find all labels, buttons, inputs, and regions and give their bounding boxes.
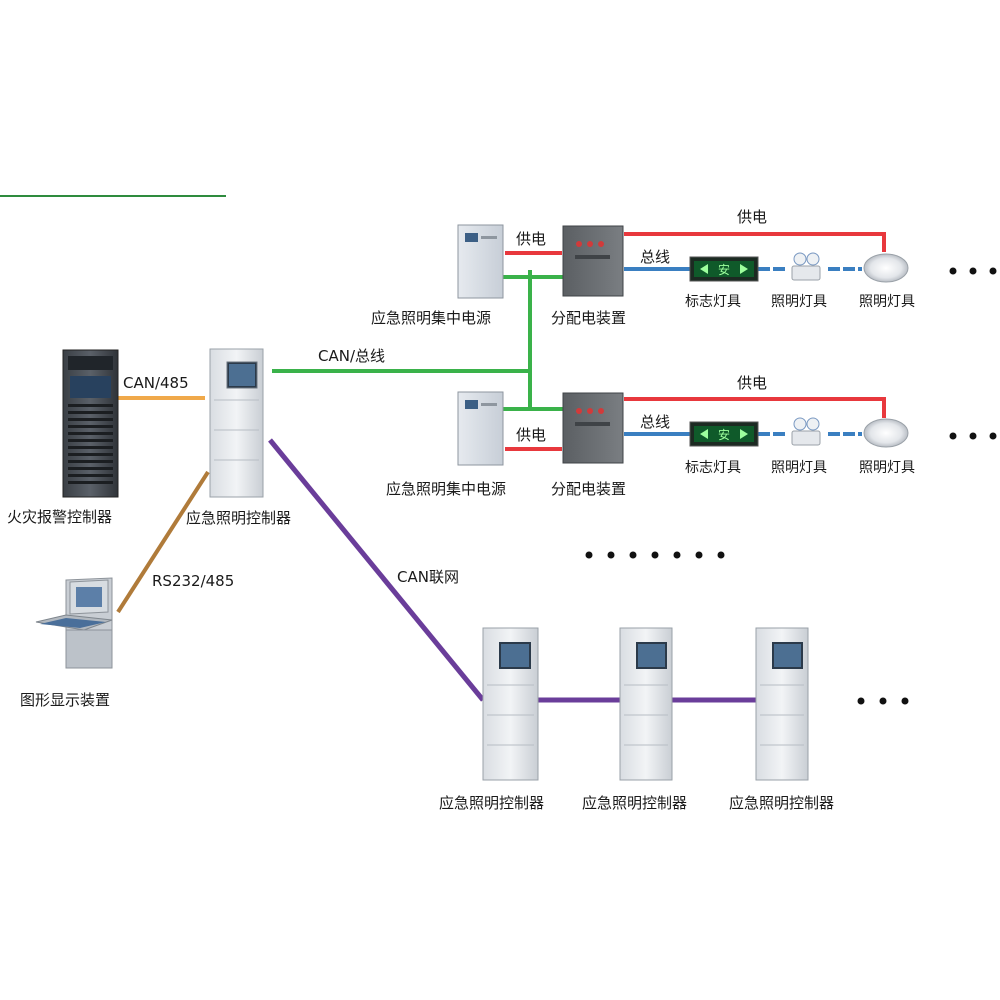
- branch1-distribution-label: 分配电装置: [551, 309, 626, 327]
- fire-alarm-controller-label: 火灾报警控制器: [7, 508, 112, 526]
- branch2-distribution-device: [562, 392, 624, 464]
- branch1-sign-label: 标志灯具: [685, 294, 741, 310]
- main-controller-label: 应急照明控制器: [186, 509, 291, 527]
- network-controller-2: [619, 627, 673, 781]
- svg-text:安: 安: [718, 262, 730, 277]
- branch1-lamp2-label: 照明灯具: [859, 294, 915, 310]
- branch2-supply-long: [624, 397, 886, 418]
- branch1-supply-long-label: 供电: [737, 208, 767, 226]
- branch2-distribution-label: 分配电装置: [551, 480, 626, 498]
- branch2-ceiling-lamp: [863, 418, 909, 448]
- branch2-supply-long-label: 供电: [737, 374, 767, 392]
- can-bus-label: CAN/总线: [318, 347, 385, 365]
- branch2-supply-short-label: 供电: [516, 426, 546, 444]
- branch1-supply-long: [624, 232, 886, 252]
- rs232-line: [116, 470, 210, 614]
- branch1-supply-short-label: 供电: [516, 230, 546, 248]
- branch2-lamp1-label: 照明灯具: [771, 460, 827, 476]
- branch1-central-power-supply: [457, 224, 504, 299]
- branch2-central-power-supply: [457, 391, 504, 466]
- branch2-lamp2-label: 照明灯具: [859, 460, 915, 476]
- network-controller-2-label: 应急照明控制器: [582, 794, 687, 812]
- network-continuation-dots: [857, 697, 909, 705]
- branches-continuation-dots: [585, 551, 725, 559]
- branch1-distribution-device: [562, 225, 624, 297]
- svg-text:安: 安: [718, 427, 730, 442]
- branch1-bus-label: 总线: [640, 248, 670, 266]
- branch1-continuation-dots: [949, 267, 997, 275]
- can-network-label: CAN联网: [397, 568, 459, 586]
- network-controller-3: [755, 627, 809, 781]
- branch2-continuation-dots: [949, 432, 997, 440]
- graphics-display-label: 图形显示装置: [20, 691, 110, 709]
- fire-alarm-controller: [62, 349, 119, 498]
- branch1-exit-sign: 安: [689, 256, 759, 282]
- branch2-bus-label: 总线: [640, 413, 670, 431]
- emergency-lighting-controller-main: [209, 348, 264, 498]
- branch1-power-supply-label: 应急照明集中电源: [371, 309, 491, 327]
- network-controller-3-label: 应急照明控制器: [729, 794, 834, 812]
- branch1-lamp1-label: 照明灯具: [771, 294, 827, 310]
- can485-label: CAN/485: [123, 374, 189, 392]
- rs232-label: RS232/485: [152, 572, 234, 590]
- branch2-exit-sign: 安: [689, 421, 759, 447]
- network-controller-1: [482, 627, 539, 781]
- can-network-line: [268, 438, 485, 702]
- branch1-twin-head-lamp: [791, 252, 821, 281]
- graphics-display-terminal: [35, 577, 113, 669]
- branch2-twin-head-lamp: [791, 417, 821, 446]
- branch2-power-supply-label: 应急照明集中电源: [386, 480, 506, 498]
- branch1-ceiling-lamp: [863, 253, 909, 283]
- branch2-sign-label: 标志灯具: [685, 460, 741, 476]
- network-controller-1-label: 应急照明控制器: [439, 794, 544, 812]
